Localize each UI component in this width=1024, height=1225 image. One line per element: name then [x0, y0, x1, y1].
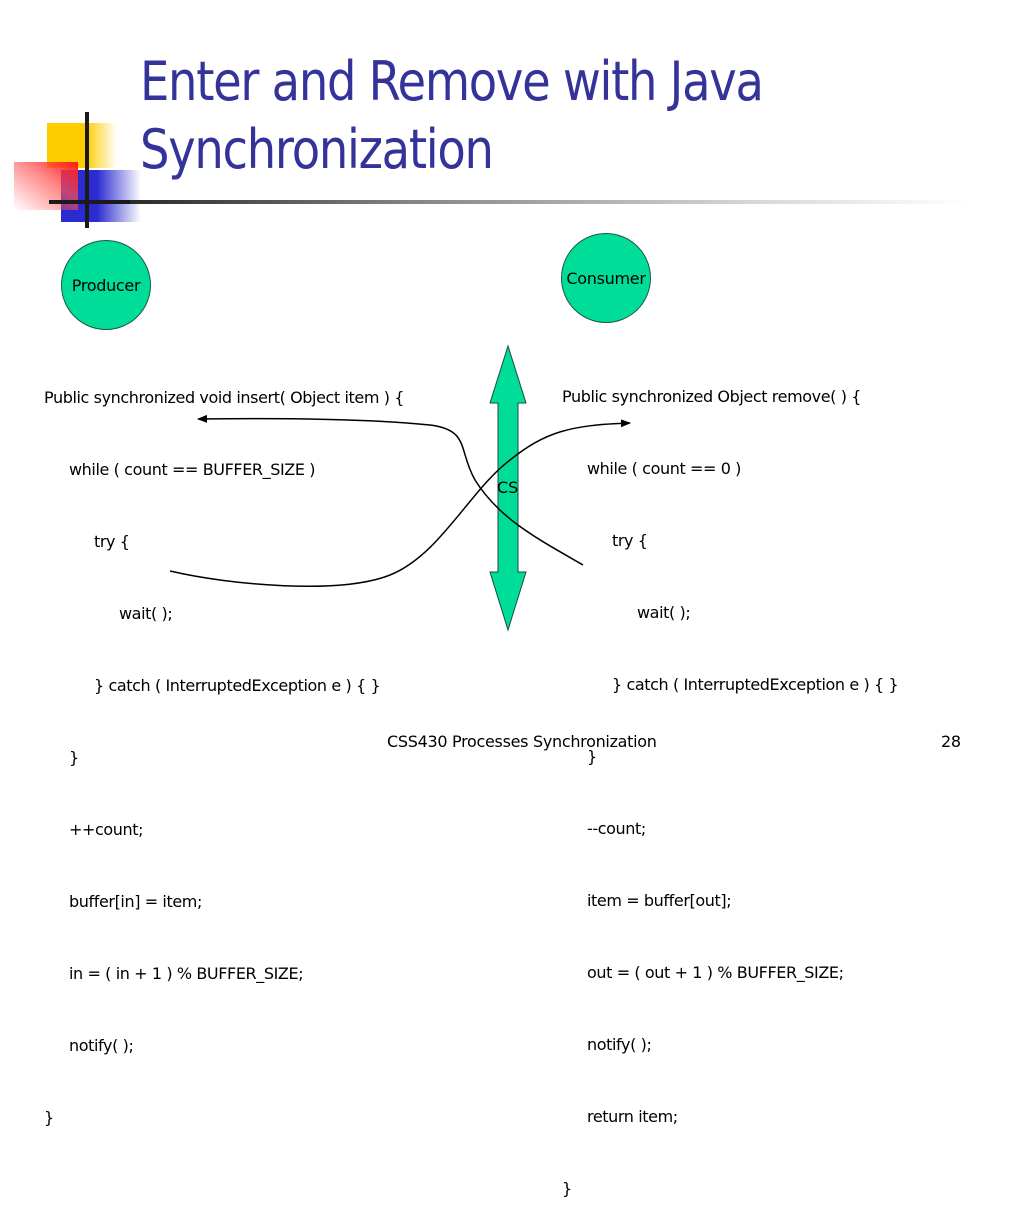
consumer-code-line: Public synchronized Object remove( ) { — [562, 387, 861, 406]
title-underline — [130, 200, 970, 204]
critical-section-arrow — [489, 344, 527, 632]
consumer-code-line: return item; — [587, 1107, 678, 1126]
producer-code-line-notify: notify( ); — [69, 1036, 134, 1055]
slide-title: Enter and Remove with Java Synchronizati… — [140, 48, 880, 184]
producer-code-line: } catch ( InterruptedException e ) { } — [94, 676, 381, 695]
consumer-code-line: while ( count == 0 ) — [587, 459, 742, 478]
logo-yellow-square — [47, 123, 117, 168]
producer-code-line: } — [44, 1108, 54, 1127]
consumer-node: Consumer — [561, 233, 651, 323]
slide-logo — [0, 100, 160, 230]
producer-node: Producer — [61, 240, 151, 330]
title-line-1: Enter and Remove with Java — [140, 50, 764, 113]
producer-code-line: ++count; — [69, 820, 144, 839]
consumer-code-line: item = buffer[out]; — [587, 891, 732, 910]
footer-course-title: CSS430 Processes Synchronization — [387, 732, 657, 751]
critical-section-label: CS — [497, 478, 519, 497]
producer-code-line: Public synchronized void insert( Object … — [44, 388, 405, 407]
consumer-code-line: } catch ( InterruptedException e ) { } — [612, 675, 899, 694]
connector-producer-notify-to-consumer-wait — [169, 419, 631, 587]
consumer-code-line: try { — [612, 531, 648, 550]
consumer-code-line: } — [587, 747, 597, 766]
footer-page-number: 28 — [941, 732, 961, 751]
producer-code-line: } — [69, 748, 79, 767]
diagram-overlay — [169, 344, 631, 632]
connector-consumer-notify-to-producer-wait — [197, 414, 584, 566]
consumer-label: Consumer — [566, 268, 646, 288]
producer-code-line-wait: wait( ); — [119, 604, 173, 623]
logo-horizontal-line — [49, 200, 160, 204]
consumer-code-line: } — [562, 1179, 572, 1198]
producer-code-line: buffer[in] = item; — [69, 892, 202, 911]
consumer-code-line: out = ( out + 1 ) % BUFFER_SIZE; — [587, 963, 844, 982]
producer-code-line: while ( count == BUFFER_SIZE ) — [69, 460, 316, 479]
producer-code-line: in = ( in + 1 ) % BUFFER_SIZE; — [69, 964, 304, 983]
consumer-code-line-notify: notify( ); — [587, 1035, 652, 1054]
consumer-code-line-wait: wait( ); — [637, 603, 691, 622]
producer-label: Producer — [71, 275, 141, 295]
logo-vertical-line — [85, 112, 89, 228]
title-line-2: Synchronization — [140, 118, 494, 181]
producer-code-line: try { — [94, 532, 130, 551]
consumer-code-line: --count; — [587, 819, 646, 838]
